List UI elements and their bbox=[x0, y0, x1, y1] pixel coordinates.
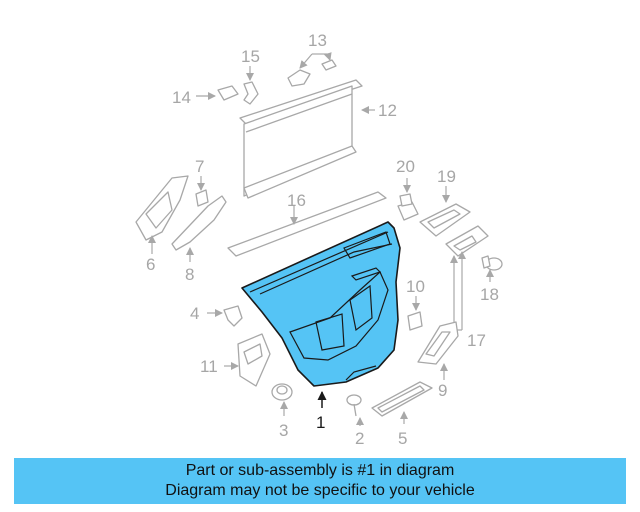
callout-2: 2 bbox=[355, 429, 364, 448]
callout-4: 4 bbox=[190, 304, 199, 323]
part-7-clip bbox=[195, 176, 209, 207]
callout-1: 1 bbox=[316, 413, 325, 432]
part-14-block bbox=[196, 85, 239, 101]
callout-3: 3 bbox=[279, 421, 288, 440]
callout-15: 15 bbox=[241, 47, 260, 66]
part-9-handle bbox=[417, 321, 459, 380]
callout-7: 7 bbox=[195, 157, 204, 176]
part-2-fastener bbox=[346, 394, 364, 426]
part-20-connector bbox=[397, 178, 419, 221]
callout-12: 12 bbox=[378, 101, 397, 120]
part-12-sunshade bbox=[239, 79, 375, 199]
part-18-bulb bbox=[481, 255, 503, 282]
callout-18: 18 bbox=[480, 285, 499, 304]
callout-11: 11 bbox=[200, 357, 218, 376]
callout-6: 6 bbox=[146, 255, 155, 274]
callout-17: 17 bbox=[467, 331, 486, 350]
part-17-switch-assy bbox=[445, 225, 489, 331]
part-4-clip bbox=[207, 305, 243, 327]
part-15-hook bbox=[243, 66, 259, 105]
callout-10: 10 bbox=[406, 277, 425, 296]
callout-19: 19 bbox=[437, 167, 456, 186]
part-6-bezel bbox=[135, 175, 189, 254]
part-16-weatherstrip bbox=[227, 191, 387, 257]
part-1-door-panel bbox=[241, 221, 401, 408]
callout-5: 5 bbox=[398, 429, 407, 448]
callout-9: 9 bbox=[438, 381, 447, 400]
callout-14: 14 bbox=[172, 88, 191, 107]
caption-line-1: Part or sub-assembly is #1 in diagram bbox=[185, 462, 455, 479]
part-10-clip bbox=[407, 296, 423, 331]
part-3-grille bbox=[271, 383, 293, 416]
part-13-clips bbox=[287, 52, 337, 87]
part-5-pad bbox=[371, 381, 433, 424]
part-11-bracket bbox=[224, 333, 271, 387]
part-8-trim bbox=[171, 195, 227, 262]
callout-8: 8 bbox=[185, 265, 194, 284]
caption-banner: Part or sub-assembly is #1 in diagram Di… bbox=[14, 458, 626, 504]
callout-16: 16 bbox=[287, 191, 306, 210]
part-19-switch bbox=[419, 186, 471, 237]
callout-20: 20 bbox=[396, 157, 415, 176]
caption-line-2: Diagram may not be specific to your vehi… bbox=[165, 482, 475, 499]
callout-13: 13 bbox=[308, 31, 327, 50]
